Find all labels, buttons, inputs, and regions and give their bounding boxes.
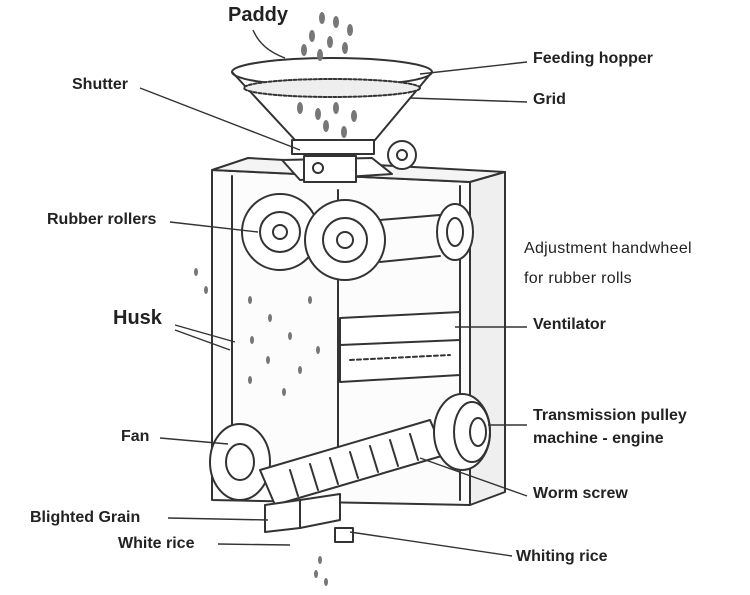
fan-drawing: [209, 423, 271, 501]
feeding-hopper-drawing: [231, 57, 433, 155]
leader-worm-screw: [419, 457, 528, 497]
leader-paddy: [252, 29, 286, 59]
label-whiting-rice: Whiting rice: [516, 548, 608, 565]
shutter-drawing: [281, 155, 393, 183]
label-transmission-line1: Transmission pulley: [533, 407, 687, 424]
leader-fan: [159, 437, 229, 445]
label-paddy: Paddy: [228, 4, 289, 26]
leader-white-rice: [217, 543, 291, 546]
label-worm-screw: Worm screw: [533, 485, 628, 502]
leader-shutter: [139, 87, 301, 151]
leader-blighted-grain: [167, 517, 269, 521]
leader-grid: [409, 97, 528, 103]
label-feeding-hopper: Feeding hopper: [533, 50, 653, 67]
leader-husk-2: [174, 329, 231, 351]
label-shutter: Shutter: [72, 76, 128, 93]
label-adjustment-line2: for rubber rolls: [524, 270, 632, 287]
transmission-pulley-drawing: [433, 393, 491, 471]
leader-feeding-hopper: [419, 61, 528, 75]
leader-lines: [139, 29, 528, 557]
leader-whiting-rice: [349, 531, 513, 557]
ventilator-drawing: [339, 311, 461, 383]
leader-husk-1: [174, 324, 236, 343]
rubber-rollers-drawing: [241, 193, 441, 281]
label-white-rice: White rice: [118, 535, 195, 552]
label-fan: Fan: [121, 428, 150, 445]
label-grid: Grid: [533, 91, 566, 108]
discharge-chutes-drawing: [264, 493, 354, 543]
label-transmission-line2: machine - engine: [533, 430, 664, 447]
label-ventilator: Ventilator: [533, 316, 606, 333]
label-husk: Husk: [113, 307, 162, 329]
label-rubber-rollers: Rubber rollers: [47, 211, 157, 228]
leader-rubber-rollers: [169, 221, 259, 233]
label-adjustment-line1: Adjustment handwheel: [524, 240, 692, 257]
adjustment-handwheel-drawing: [387, 140, 474, 261]
grain-particles: [194, 12, 357, 586]
label-blighted-grain: Blighted Grain: [30, 509, 141, 526]
